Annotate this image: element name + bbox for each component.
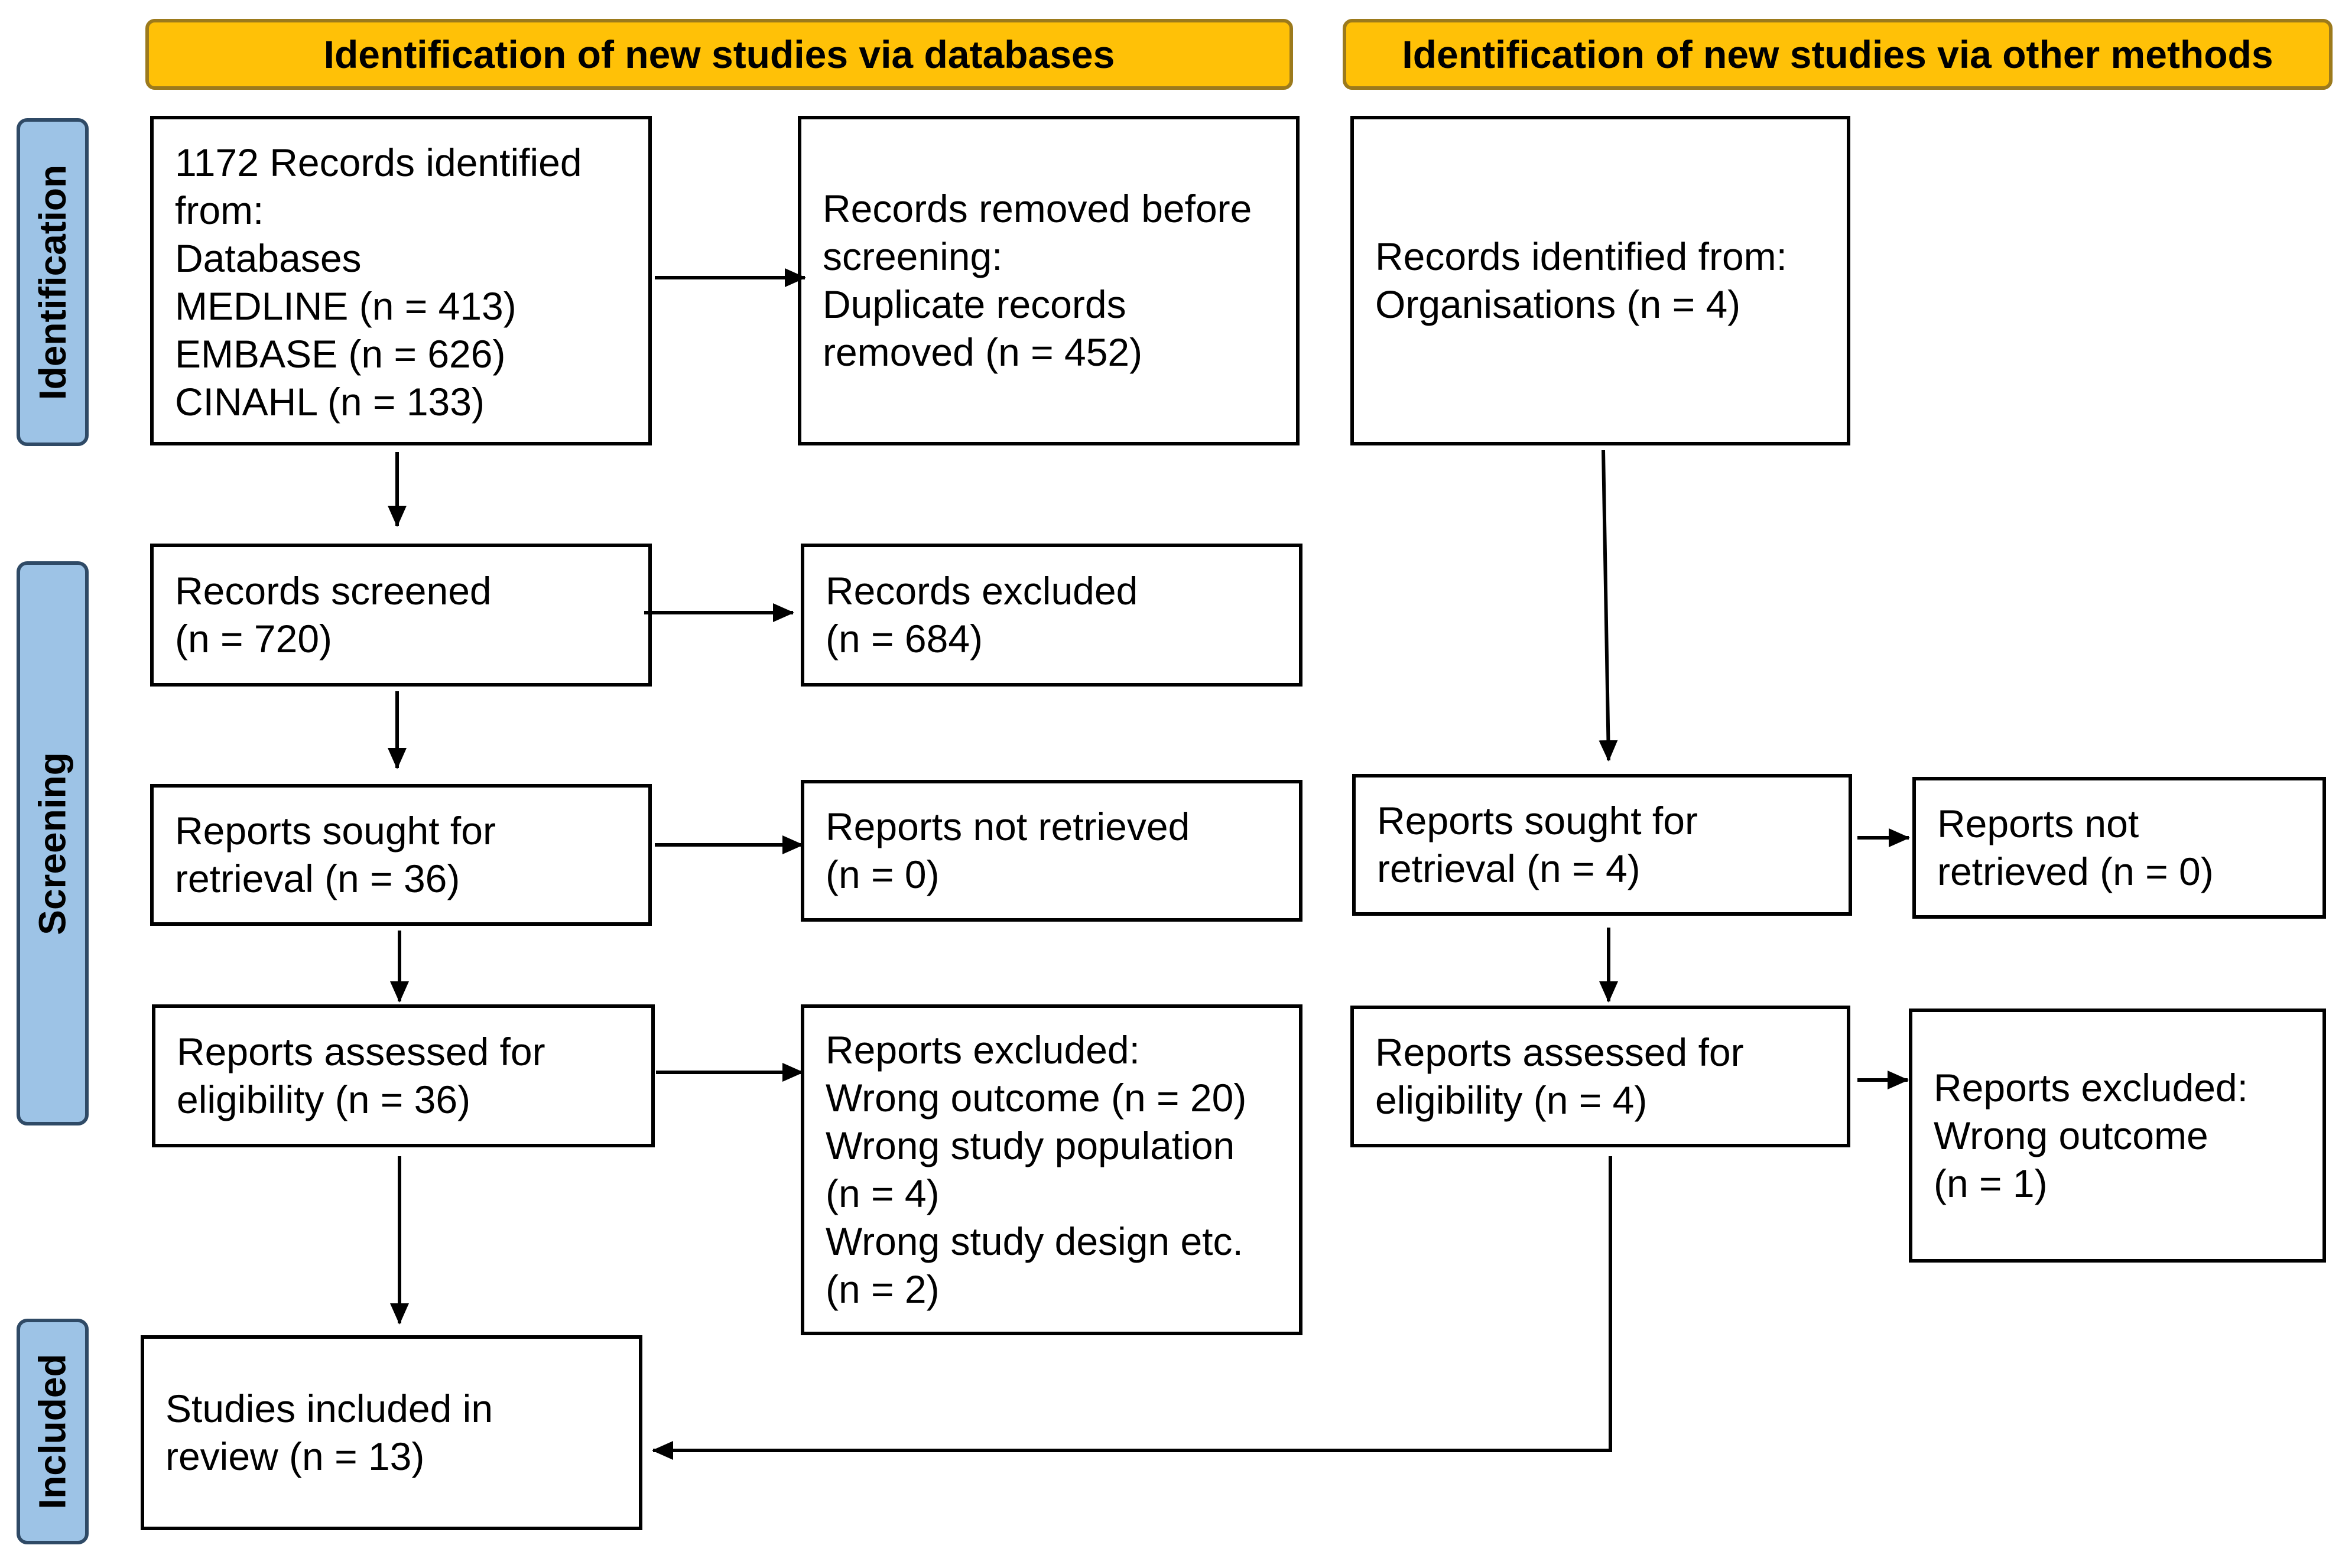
box-records-screened-text: Records screened (n = 720) [175,569,492,661]
box-records-identified-databases-text: 1172 Records identified from: Databases … [175,141,582,424]
box-reports-assessed-other-text: Reports assessed for eligibility (n = 4) [1375,1030,1744,1122]
box-records-identified-other-text: Records identified from: Organisations (… [1375,235,1787,326]
box-reports-sought-other-text: Reports sought for retrieval (n = 4) [1377,799,1698,890]
box-reports-not-retrieved-databases: Reports not retrieved (n = 0) [801,780,1302,922]
header-other-methods: Identification of new studies via other … [1343,19,2333,90]
box-records-removed-text: Records removed before screening: Duplic… [823,187,1252,374]
box-reports-not-retrieved-databases-text: Reports not retrieved (n = 0) [826,805,1190,896]
box-records-screened: Records screened (n = 720) [150,544,652,687]
box-reports-not-retrieved-other: Reports not retrieved (n = 0) [1912,777,2326,919]
box-reports-sought-databases: Reports sought for retrieval (n = 36) [150,784,652,926]
box-reports-excluded-databases-text: Reports excluded: Wrong outcome (n = 20)… [826,1028,1247,1311]
box-reports-excluded-other-text: Reports excluded: Wrong outcome (n = 1) [1934,1065,2248,1205]
box-reports-sought-other: Reports sought for retrieval (n = 4) [1352,774,1852,916]
phase-label-included: Included [17,1319,89,1544]
box-reports-assessed-databases: Reports assessed for eligibility (n = 36… [152,1004,655,1147]
arrow-other-assessed-to-included [652,1156,1612,1460]
box-records-identified-databases: 1172 Records identified from: Databases … [150,116,652,445]
box-studies-included-text: Studies included in review (n = 13) [165,1387,493,1478]
box-reports-excluded-databases: Reports excluded: Wrong outcome (n = 20)… [801,1004,1302,1335]
box-records-identified-other: Records identified from: Organisations (… [1350,116,1850,445]
box-records-excluded-text: Records excluded (n = 684) [826,569,1138,661]
box-studies-included: Studies included in review (n = 13) [141,1335,642,1530]
box-reports-not-retrieved-other-text: Reports not retrieved (n = 0) [1937,802,2214,893]
header-databases: Identification of new studies via databa… [145,19,1293,90]
phase-label-screening: Screening [17,561,89,1125]
phase-label-identification: Identification [17,118,89,446]
arrow-other-identified-to-sought [1599,450,1618,762]
box-reports-assessed-databases-text: Reports assessed for eligibility (n = 36… [177,1030,545,1121]
box-reports-sought-databases-text: Reports sought for retrieval (n = 36) [175,809,496,900]
box-reports-assessed-other: Reports assessed for eligibility (n = 4) [1350,1006,1850,1147]
box-records-excluded: Records excluded (n = 684) [801,544,1302,687]
box-records-removed: Records removed before screening: Duplic… [798,116,1300,445]
box-reports-excluded-other: Reports excluded: Wrong outcome (n = 1) [1909,1009,2326,1263]
